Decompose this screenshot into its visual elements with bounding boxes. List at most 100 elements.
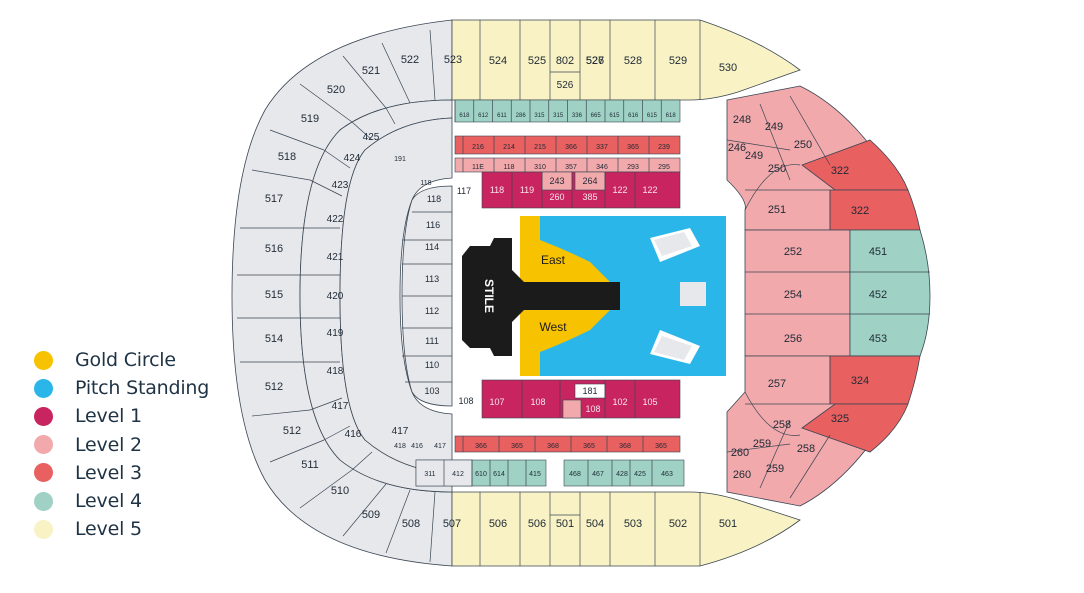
section-bottom-outer[interactable]: 501 xyxy=(719,518,737,530)
section-left-outer[interactable]: 512 xyxy=(283,425,301,437)
section-top-level1[interactable]: 264 xyxy=(582,176,597,186)
section-left-inner[interactable]: 113 xyxy=(425,274,439,284)
section-misc[interactable]: 418 xyxy=(394,443,406,450)
section-left-inner[interactable]: 110 xyxy=(425,360,439,370)
section-left-inner[interactable]: 117 xyxy=(457,186,471,196)
section-right-middle[interactable]: 452 xyxy=(869,289,887,301)
section-right-lower[interactable]: 259 xyxy=(766,463,784,475)
section-top-level1[interactable]: 122 xyxy=(612,185,627,195)
section-bottom-level3[interactable]: 368 xyxy=(547,443,559,450)
section-right-upper[interactable]: 249 xyxy=(745,150,763,162)
section-right-upper[interactable]: 322 xyxy=(831,165,849,177)
section-left-inner[interactable]: 114 xyxy=(425,242,439,252)
section-top-outer[interactable]: 521 xyxy=(362,65,380,77)
section-left-middle[interactable]: 419 xyxy=(327,328,344,339)
section-right-middle[interactable]: 254 xyxy=(784,289,802,301)
section-left-outer[interactable]: 512 xyxy=(265,381,283,393)
section-top-level1[interactable]: 385 xyxy=(582,192,597,202)
section-top-level2[interactable]: 293 xyxy=(627,164,639,171)
section-top-outer[interactable]: 523 xyxy=(444,54,462,66)
section-misc[interactable]: 118 xyxy=(420,180,431,187)
section-top-level1[interactable]: 260 xyxy=(549,192,564,202)
section-top-level4[interactable]: 286 xyxy=(516,113,527,119)
gold-circle-east[interactable] xyxy=(520,216,610,282)
section-right-middle[interactable]: 453 xyxy=(869,333,887,345)
section-left-outer[interactable]: 510 xyxy=(331,485,349,497)
section-bottom-level4[interactable]: 425 xyxy=(634,471,646,478)
section-top-level3[interactable]: 239 xyxy=(658,144,670,151)
section-top-level4[interactable]: 665 xyxy=(591,113,602,119)
section-left-outer[interactable]: 516 xyxy=(265,243,283,255)
section-right-upper[interactable]: 250 xyxy=(768,163,786,175)
section-top-level1[interactable]: 119 xyxy=(520,185,534,195)
section-top-outer[interactable]: 530 xyxy=(719,62,737,74)
section-left-inner[interactable]: 103 xyxy=(424,386,439,396)
section-right-lower[interactable]: 325 xyxy=(831,413,849,425)
section-left-outer[interactable]: 518 xyxy=(278,151,296,163)
section-bottom-outer[interactable]: 501 xyxy=(556,518,574,530)
section-right-lower[interactable]: 324 xyxy=(851,375,869,387)
section-bottom-outer[interactable]: 509 xyxy=(362,509,380,521)
section-bottom-outer[interactable]: 502 xyxy=(669,518,687,530)
section-bottom-outer[interactable]: 506 xyxy=(489,518,507,530)
section-left-outer[interactable]: 514 xyxy=(265,333,283,345)
section-top-level2[interactable]: 357 xyxy=(565,164,577,171)
section-left-outer[interactable]: 515 xyxy=(265,289,283,301)
section-bottom-level3[interactable]: 366 xyxy=(475,443,487,450)
section-top-level1[interactable]: 122 xyxy=(642,185,657,195)
section-bottom-level4[interactable]: 311 xyxy=(424,471,435,478)
gold-circle-west[interactable] xyxy=(520,310,610,376)
section-top-outer[interactable]: 526 xyxy=(586,55,604,67)
section-bottom-outer[interactable]: 507 xyxy=(443,518,461,530)
section-bottom-level4[interactable]: 428 xyxy=(616,471,628,478)
section-right-upper[interactable]: 248 xyxy=(733,114,751,126)
section-top-level1[interactable]: 118 xyxy=(490,185,504,195)
section-top-level4[interactable]: 618 xyxy=(666,113,677,119)
section-top-outer[interactable]: 522 xyxy=(401,54,419,66)
section-misc[interactable]: 416 xyxy=(411,443,423,450)
section-right-lower[interactable]: 260 xyxy=(733,469,751,481)
section-top-level3[interactable]: 366 xyxy=(565,144,577,151)
section-left-outer[interactable]: 517 xyxy=(265,193,283,205)
section-bottom-outer[interactable]: 503 xyxy=(624,518,642,530)
section-top-level2[interactable]: 310 xyxy=(534,164,546,171)
section-bottom-outer[interactable]: 508 xyxy=(402,518,420,530)
section-left-inner[interactable]: 112 xyxy=(425,306,439,316)
section-top-level3[interactable]: 216 xyxy=(472,144,484,151)
section-bottom-level1[interactable]: 181 xyxy=(582,386,597,396)
section-left-outer[interactable]: 520 xyxy=(327,84,345,96)
section-right-lower[interactable]: 257 xyxy=(768,378,786,390)
section-top-outer[interactable]: 524 xyxy=(489,55,507,67)
section-top-outer[interactable]: 525 xyxy=(528,55,546,67)
section-misc[interactable]: 191 xyxy=(394,156,406,163)
section-left-inner[interactable]: 111 xyxy=(425,336,439,346)
section-bottom-level4[interactable]: 468 xyxy=(569,471,581,478)
section-left-outer[interactable]: 511 xyxy=(301,459,319,471)
section-left-middle[interactable]: 425 xyxy=(363,132,380,143)
section-top-level4[interactable]: 615 xyxy=(647,113,658,119)
section-right-upper[interactable]: 251 xyxy=(768,204,786,216)
section-top-level2[interactable]: 346 xyxy=(596,164,608,171)
section-bottom-outer[interactable]: 504 xyxy=(586,518,604,530)
section-left-middle[interactable]: 422 xyxy=(327,214,344,225)
section-top-level4[interactable]: 315 xyxy=(534,113,545,119)
section-top-level2[interactable]: 295 xyxy=(658,164,670,171)
section-right-middle[interactable]: 252 xyxy=(784,246,802,258)
section-bottom-level3[interactable]: 365 xyxy=(511,443,523,450)
section-bottom-level3[interactable]: 368 xyxy=(619,443,631,450)
section-left-inner[interactable]: 116 xyxy=(426,220,440,230)
section-bottom-level1[interactable]: 107 xyxy=(489,397,504,407)
section-bottom-level4[interactable]: 610 xyxy=(475,471,487,478)
section-bottom-level1[interactable]: 102 xyxy=(612,397,627,407)
section-left-inner[interactable]: 118 xyxy=(427,194,441,204)
section-bottom-level4[interactable]: 467 xyxy=(592,471,604,478)
section-bottom-level4[interactable]: 415 xyxy=(529,471,541,478)
section-left-middle[interactable]: 423 xyxy=(332,180,349,191)
section-right-upper[interactable]: 249 xyxy=(765,121,783,133)
section-left-outer[interactable]: 519 xyxy=(301,113,319,125)
section-top-outer[interactable]: 526 xyxy=(557,80,574,91)
section-left-middle[interactable]: 417 xyxy=(332,401,349,412)
section-top-level4[interactable]: 611 xyxy=(497,113,507,119)
section-left-middle[interactable]: 417 xyxy=(392,426,409,437)
section-left-middle[interactable]: 420 xyxy=(327,291,344,302)
